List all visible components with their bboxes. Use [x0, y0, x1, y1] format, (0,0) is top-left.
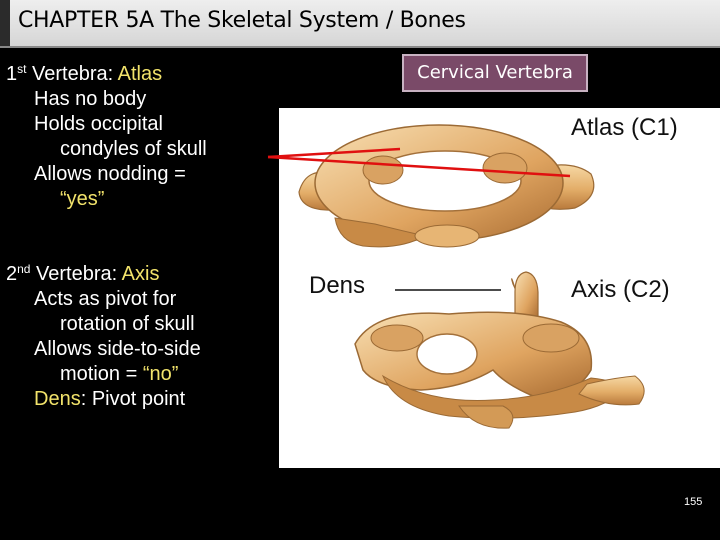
- axis-line-motion: motion = “no”: [6, 362, 201, 387]
- atlas-heading-number: 1: [6, 63, 18, 85]
- axis-c2-label: Axis (C2): [571, 276, 670, 303]
- atlas-heading: 1st Vertebra: Atlas: [6, 62, 207, 87]
- axis-line-no: “no”: [142, 363, 179, 385]
- axis-line-rotation: rotation of skull: [60, 313, 195, 335]
- atlas-heading-name: Atlas: [117, 63, 163, 85]
- vertebra-figure: Atlas (C1) Dens Axis (C2): [279, 108, 720, 468]
- axis-motion-text: motion =: [60, 363, 143, 385]
- axis-dens-term: Dens: [34, 388, 81, 410]
- atlas-line-no-body: Has no body: [34, 88, 147, 110]
- atlas-bone: [298, 124, 595, 248]
- axis-heading: 2nd Vertebra: Axis: [6, 262, 201, 287]
- atlas-text-block: 1st Vertebra: Atlas Has no body Holds oc…: [6, 62, 207, 212]
- axis-line-dens: Dens: Pivot point: [6, 387, 201, 412]
- axis-text-block: 2nd Vertebra: Axis Acts as pivot for rot…: [6, 262, 201, 412]
- axis-heading-text: Vertebra:: [30, 263, 122, 285]
- atlas-line-nodding: Allows nodding =: [34, 163, 186, 185]
- title-bar: CHAPTER 5A The Skeletal System / Bones: [0, 0, 720, 48]
- atlas-c1-label: Atlas (C1): [571, 114, 678, 141]
- slide-title: CHAPTER 5A The Skeletal System / Bones: [18, 8, 466, 33]
- atlas-heading-text: Vertebra:: [26, 63, 118, 85]
- axis-heading-number: 2: [6, 263, 18, 285]
- atlas-line-yes: “yes”: [60, 188, 105, 210]
- atlas-heading-ordinal: st: [17, 62, 27, 76]
- cervical-vertebra-badge: Cervical Vertebra: [402, 54, 588, 92]
- title-accent: [0, 0, 10, 46]
- axis-heading-name: Axis: [121, 263, 160, 285]
- page-number: 155: [684, 496, 703, 508]
- atlas-line-holds: Holds occipital: [34, 113, 163, 135]
- axis-heading-ordinal: nd: [17, 262, 31, 276]
- atlas-line-condyles: condyles of skull: [60, 138, 207, 160]
- axis-bone: [354, 271, 645, 429]
- axis-dens-definition: : Pivot point: [80, 388, 186, 410]
- axis-line-pivot: Acts as pivot for: [34, 288, 177, 310]
- axis-line-side: Allows side-to-side: [34, 338, 201, 360]
- dens-label: Dens: [309, 272, 366, 299]
